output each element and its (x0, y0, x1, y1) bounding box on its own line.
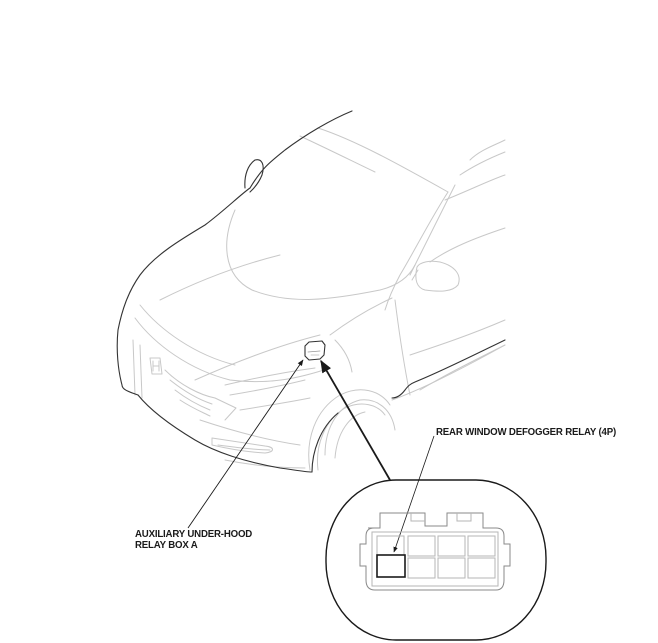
relay-slot (407, 535, 436, 557)
relay-box-connector-face (359, 512, 511, 591)
relay-slot (376, 535, 405, 557)
detail-view-callout (325, 479, 547, 641)
vehicle-illustration (116, 110, 506, 473)
detail-view-frame (325, 479, 547, 641)
rear-window-defogger-relay-label: REAR WINDOW DEFOGGER RELAY (4P) (436, 427, 616, 438)
label-line: REAR WINDOW DEFOGGER RELAY (4P) (436, 426, 617, 438)
relay-slots (376, 535, 496, 579)
relay-box-leader-line (187, 359, 304, 529)
relay-slot (467, 535, 496, 557)
vehicle-detail-lines (132, 127, 506, 471)
label-line: RELAY BOX A (135, 539, 198, 551)
auxiliary-relay-box-label: AUXILIARY UNDER-HOOD RELAY BOX A (135, 529, 252, 551)
relay-slot (437, 535, 466, 557)
rear-window-defogger-relay-slot (376, 554, 406, 578)
callout-leader-lines (187, 359, 435, 553)
relay-slot (437, 557, 466, 579)
vehicle-outline (116, 110, 506, 473)
relay-slot (407, 557, 436, 579)
label-line: AUXILIARY UNDER-HOOD (135, 528, 253, 540)
defogger-relay-leader-line (393, 435, 435, 553)
relay-slot (467, 557, 496, 579)
detail-view-leader-line (320, 359, 391, 481)
relay-box-component (304, 340, 326, 361)
